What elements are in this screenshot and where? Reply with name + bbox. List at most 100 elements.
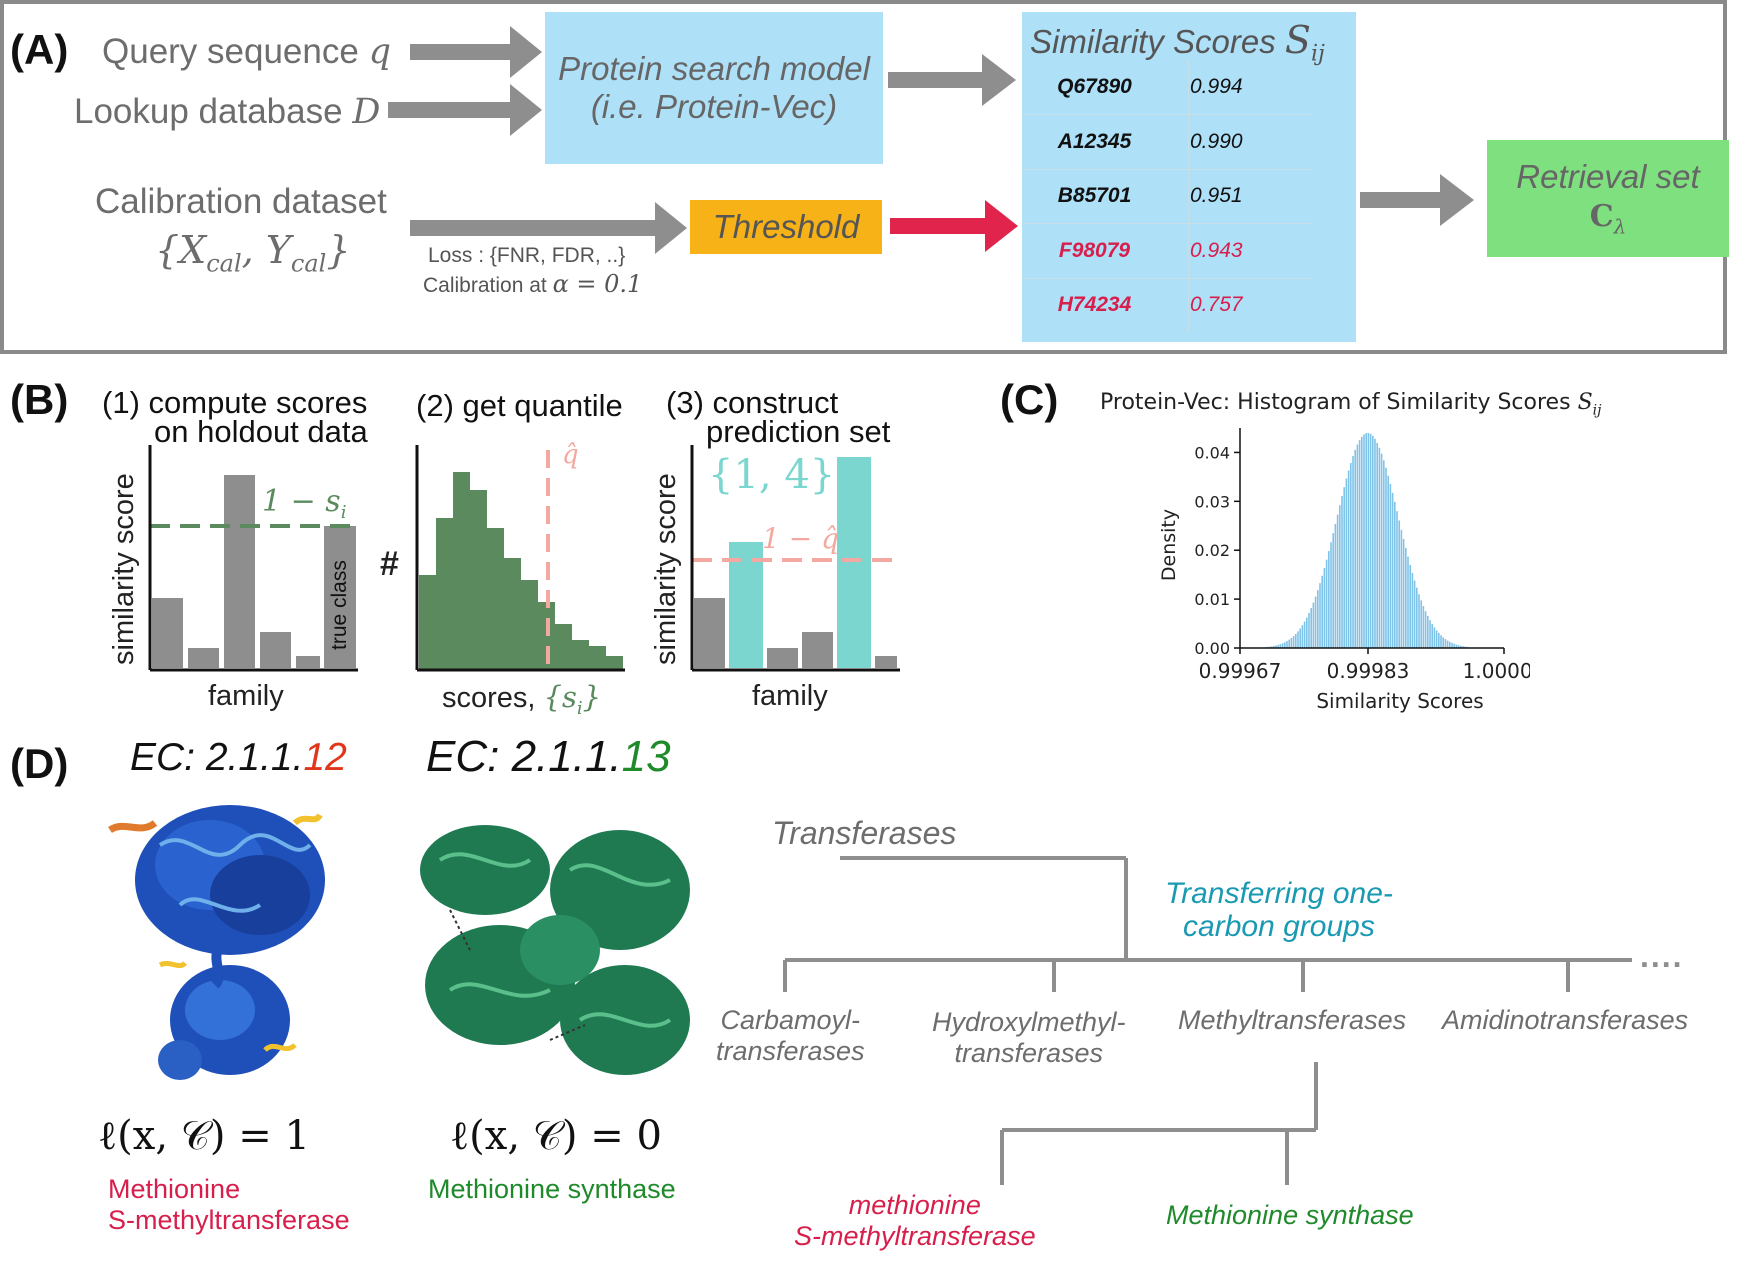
histogram-bar <box>1325 559 1328 648</box>
retrieval-set-box: Retrieval set Cλ <box>1487 140 1729 257</box>
protein-search-model-box: Protein search model (i.e. Protein-Vec) <box>545 12 883 164</box>
histogram-bar <box>1369 433 1372 648</box>
histogram-bar <box>1444 639 1447 648</box>
leaf-2-line-2: transferases <box>954 1038 1104 1068</box>
threshold-label: Threshold <box>712 208 860 245</box>
calibration-alpha-text: Calibration at α = 0.1 <box>423 270 643 298</box>
score-id: B85701 <box>1057 184 1132 207</box>
hist-bar-9 <box>555 624 572 670</box>
histogram-bar <box>1341 496 1343 648</box>
score-value: 0.757 <box>1190 293 1243 316</box>
hist-ylabel: Density <box>1158 509 1180 581</box>
hist-bar-5 <box>487 528 504 670</box>
leaf-1-line-2: transferases <box>716 1036 865 1066</box>
histogram-bar <box>1453 643 1455 648</box>
threshold-box: Threshold <box>690 200 882 254</box>
histogram-bar <box>1446 640 1449 648</box>
histogram-bar <box>1374 438 1376 648</box>
histogram-bar <box>1361 436 1363 648</box>
histogram-bar <box>1398 520 1400 648</box>
x-tick-label: 0.99983 <box>1327 659 1410 683</box>
bar-3-3 <box>767 648 798 668</box>
name-left-line-1: Methionine <box>108 1174 241 1204</box>
bar-1-3 <box>224 475 255 668</box>
x-tick-label: 0.99967 <box>1199 659 1282 683</box>
similarity-scores-title: Similarity Scores Sij <box>1030 18 1325 67</box>
true-class-label: true class <box>328 560 351 650</box>
hist-bar-6 <box>504 558 521 670</box>
histogram-bar <box>1306 617 1308 648</box>
score-id: H74234 <box>1057 293 1132 316</box>
histogram-bar <box>1350 462 1352 648</box>
histogram-bar <box>1394 501 1396 648</box>
histogram-bars <box>1266 432 1469 648</box>
chart-3 <box>690 445 900 672</box>
hist-bar-12 <box>606 656 623 670</box>
histogram-bar <box>1356 444 1359 648</box>
tree-leaf-3: Methyltransferases <box>1178 1005 1407 1035</box>
ec-right-label: EC: 2.1.1.13 <box>426 732 671 781</box>
taxonomy-tree-lines <box>783 856 1632 1185</box>
arrow-model-to-scores <box>888 54 1016 106</box>
histogram-bar <box>1332 533 1334 648</box>
xaxis-1-label: family <box>208 680 284 712</box>
chart-2 <box>415 445 625 672</box>
tree-sub-label: Transferring one- carbon groups <box>1165 877 1393 943</box>
bar-1-4 <box>260 632 291 668</box>
arrow-threshold <box>890 200 1018 252</box>
bar-3-1 <box>694 598 725 668</box>
name-left-line-2: S-methyltransferase <box>108 1205 350 1235</box>
model-line-1: Protein search model <box>558 50 870 87</box>
histogram-bar <box>1314 596 1317 648</box>
histogram-bar <box>1455 644 1458 648</box>
histogram-bar <box>1347 470 1350 648</box>
histogram-bar <box>1292 636 1295 648</box>
histogram-title: Protein-Vec: Histogram of Similarity Sco… <box>1100 390 1602 419</box>
histogram-bar <box>1431 623 1433 648</box>
bar-3-6 <box>875 656 897 668</box>
arrow-query <box>410 26 542 78</box>
histogram-bar <box>1387 475 1389 648</box>
histogram-bar <box>1433 627 1436 648</box>
score-row: H74234 0.757 <box>1022 278 1312 332</box>
histogram-bar <box>1363 434 1365 648</box>
histogram-bar <box>1330 542 1332 648</box>
y-tick-label: 0.01 <box>1194 590 1230 609</box>
score-id: Q67890 <box>1057 75 1132 98</box>
prediction-set-label: {1, 4} <box>708 452 836 498</box>
histogram-bar <box>1438 633 1440 648</box>
histogram-bar <box>1457 645 1460 648</box>
arrow-lookup <box>388 84 542 136</box>
panel-a-label: (A) <box>10 26 69 73</box>
chart-1 <box>148 445 358 672</box>
histogram-bar <box>1402 538 1405 648</box>
tree-sub-line-2: carbon groups <box>1183 910 1375 943</box>
loss-left-formula: ℓ(x, 𝒞) = 1 <box>98 1113 310 1159</box>
histogram-bar <box>1273 645 1275 648</box>
bar-3-2 <box>729 542 763 668</box>
histogram-bar <box>1383 460 1385 648</box>
bar-3-4 <box>802 632 833 668</box>
histogram-bar <box>1323 567 1326 648</box>
histogram-bar <box>1435 630 1438 648</box>
calibration-dataset-label: Calibration dataset <box>95 182 387 221</box>
y-tick-label: 0.04 <box>1194 443 1230 462</box>
step3-line-1: (3) construct <box>666 385 839 420</box>
tree-leaf-2: Hydroxylmethyl- transferases <box>932 1007 1126 1069</box>
structure-right-image <box>420 825 690 1075</box>
histogram-bar <box>1389 484 1392 648</box>
bar-1-5 <box>296 656 320 668</box>
histogram-bar <box>1301 625 1304 648</box>
histogram-bar <box>1396 511 1398 648</box>
xaxis-2-label: scores, {si} <box>442 680 602 719</box>
histogram-bar <box>1429 620 1431 648</box>
panel-b-label: (B) <box>10 376 69 423</box>
histogram-bar <box>1352 456 1354 648</box>
histogram-bar <box>1288 639 1290 648</box>
histogram-bar <box>1358 440 1361 648</box>
histogram-bar <box>1391 492 1394 648</box>
histogram-bar <box>1422 606 1425 648</box>
